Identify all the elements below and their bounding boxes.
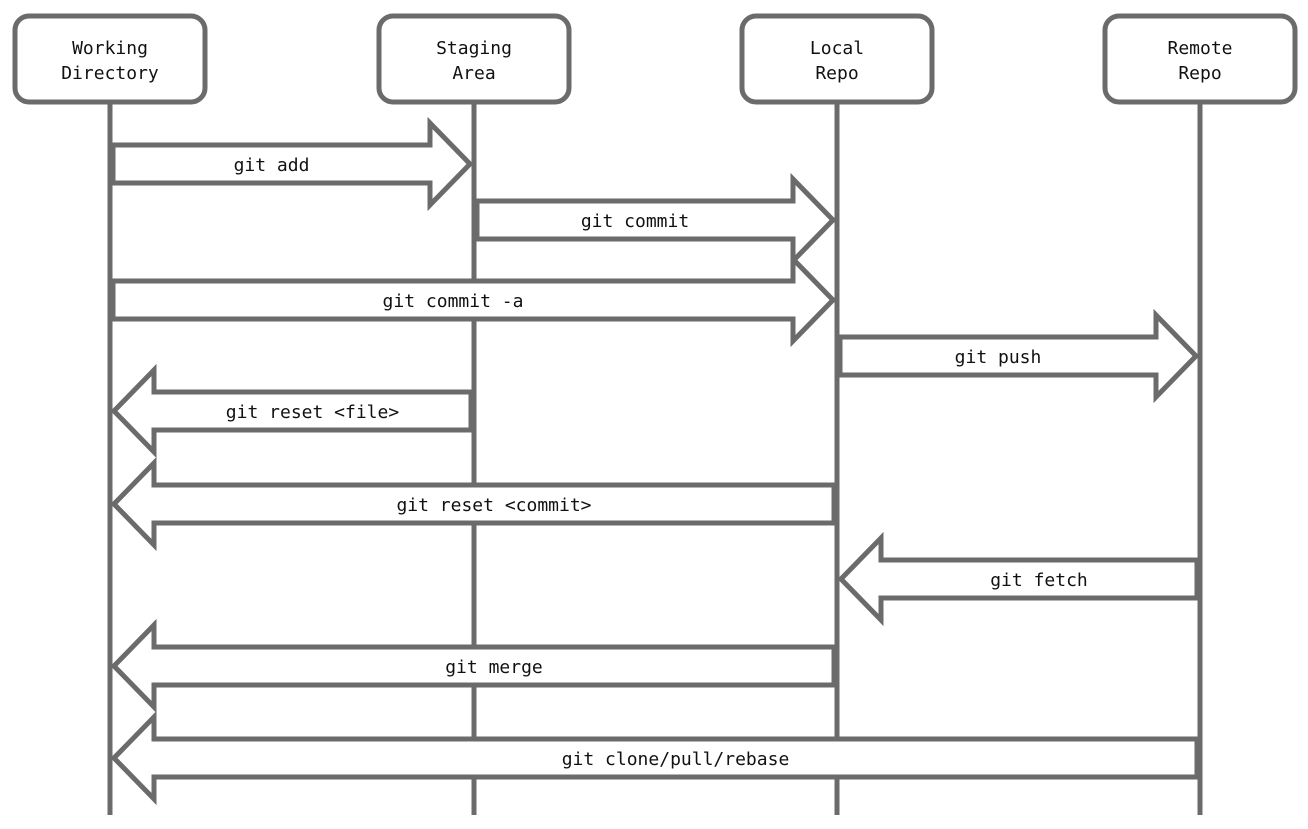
- arrow-git-commit: git commit: [474, 172, 837, 268]
- arrow-shape: [837, 531, 1200, 627]
- arrow-shape: [110, 618, 837, 714]
- participant-box: [1102, 13, 1298, 105]
- arrow-git-reset-commit: git reset <commit>: [110, 456, 837, 552]
- arrows: git add git commit git commit -a git push gi…: [110, 116, 1200, 806]
- arrow-shape: [110, 363, 474, 459]
- arrow-git-fetch: git fetch: [837, 531, 1200, 627]
- arrow-shape: [110, 116, 474, 212]
- arrow-shape: [474, 172, 837, 268]
- arrow-label: git reset <file>: [226, 402, 400, 423]
- participant-label: Local: [810, 38, 864, 59]
- arrow-label: git clone/pull/rebase: [562, 749, 790, 770]
- participant-box: [376, 13, 572, 105]
- arrow-git-reset-file: git reset <file>: [110, 363, 474, 459]
- participants: WorkingDirectoryStagingAreaLocalRepoRemo…: [12, 13, 1298, 105]
- participant-label: Directory: [61, 63, 159, 84]
- arrow-label: git add: [234, 155, 310, 176]
- arrow-label: git merge: [445, 657, 543, 678]
- arrow-label: git fetch: [990, 570, 1088, 591]
- arrow-shape: [110, 252, 837, 348]
- arrow-git-add: git add: [110, 116, 474, 212]
- arrow-shape: [110, 456, 837, 552]
- participant-label: Repo: [1178, 63, 1221, 84]
- participant-box: [12, 13, 208, 105]
- participant-label: Remote: [1167, 38, 1232, 59]
- participant-label: Working: [72, 38, 148, 59]
- participant-label: Area: [452, 63, 495, 84]
- arrow-git-push: git push: [837, 308, 1200, 404]
- participant-box: [739, 13, 935, 105]
- arrow-label: git reset <commit>: [396, 495, 591, 516]
- arrow-shape: [110, 710, 1200, 806]
- participant-label: Staging: [436, 38, 512, 59]
- arrow-git-commit-a: git commit -a: [110, 252, 837, 348]
- arrow-label: git commit: [581, 211, 689, 232]
- arrow-shape: [837, 308, 1200, 404]
- participant-label: Repo: [815, 63, 858, 84]
- arrow-label: git push: [955, 347, 1042, 368]
- arrow-git-merge: git merge: [110, 618, 837, 714]
- arrow-label: git commit -a: [383, 291, 524, 312]
- arrow-git-clone-pull-rebase: git clone/pull/rebase: [110, 710, 1200, 806]
- lifelines: [107, 102, 1203, 815]
